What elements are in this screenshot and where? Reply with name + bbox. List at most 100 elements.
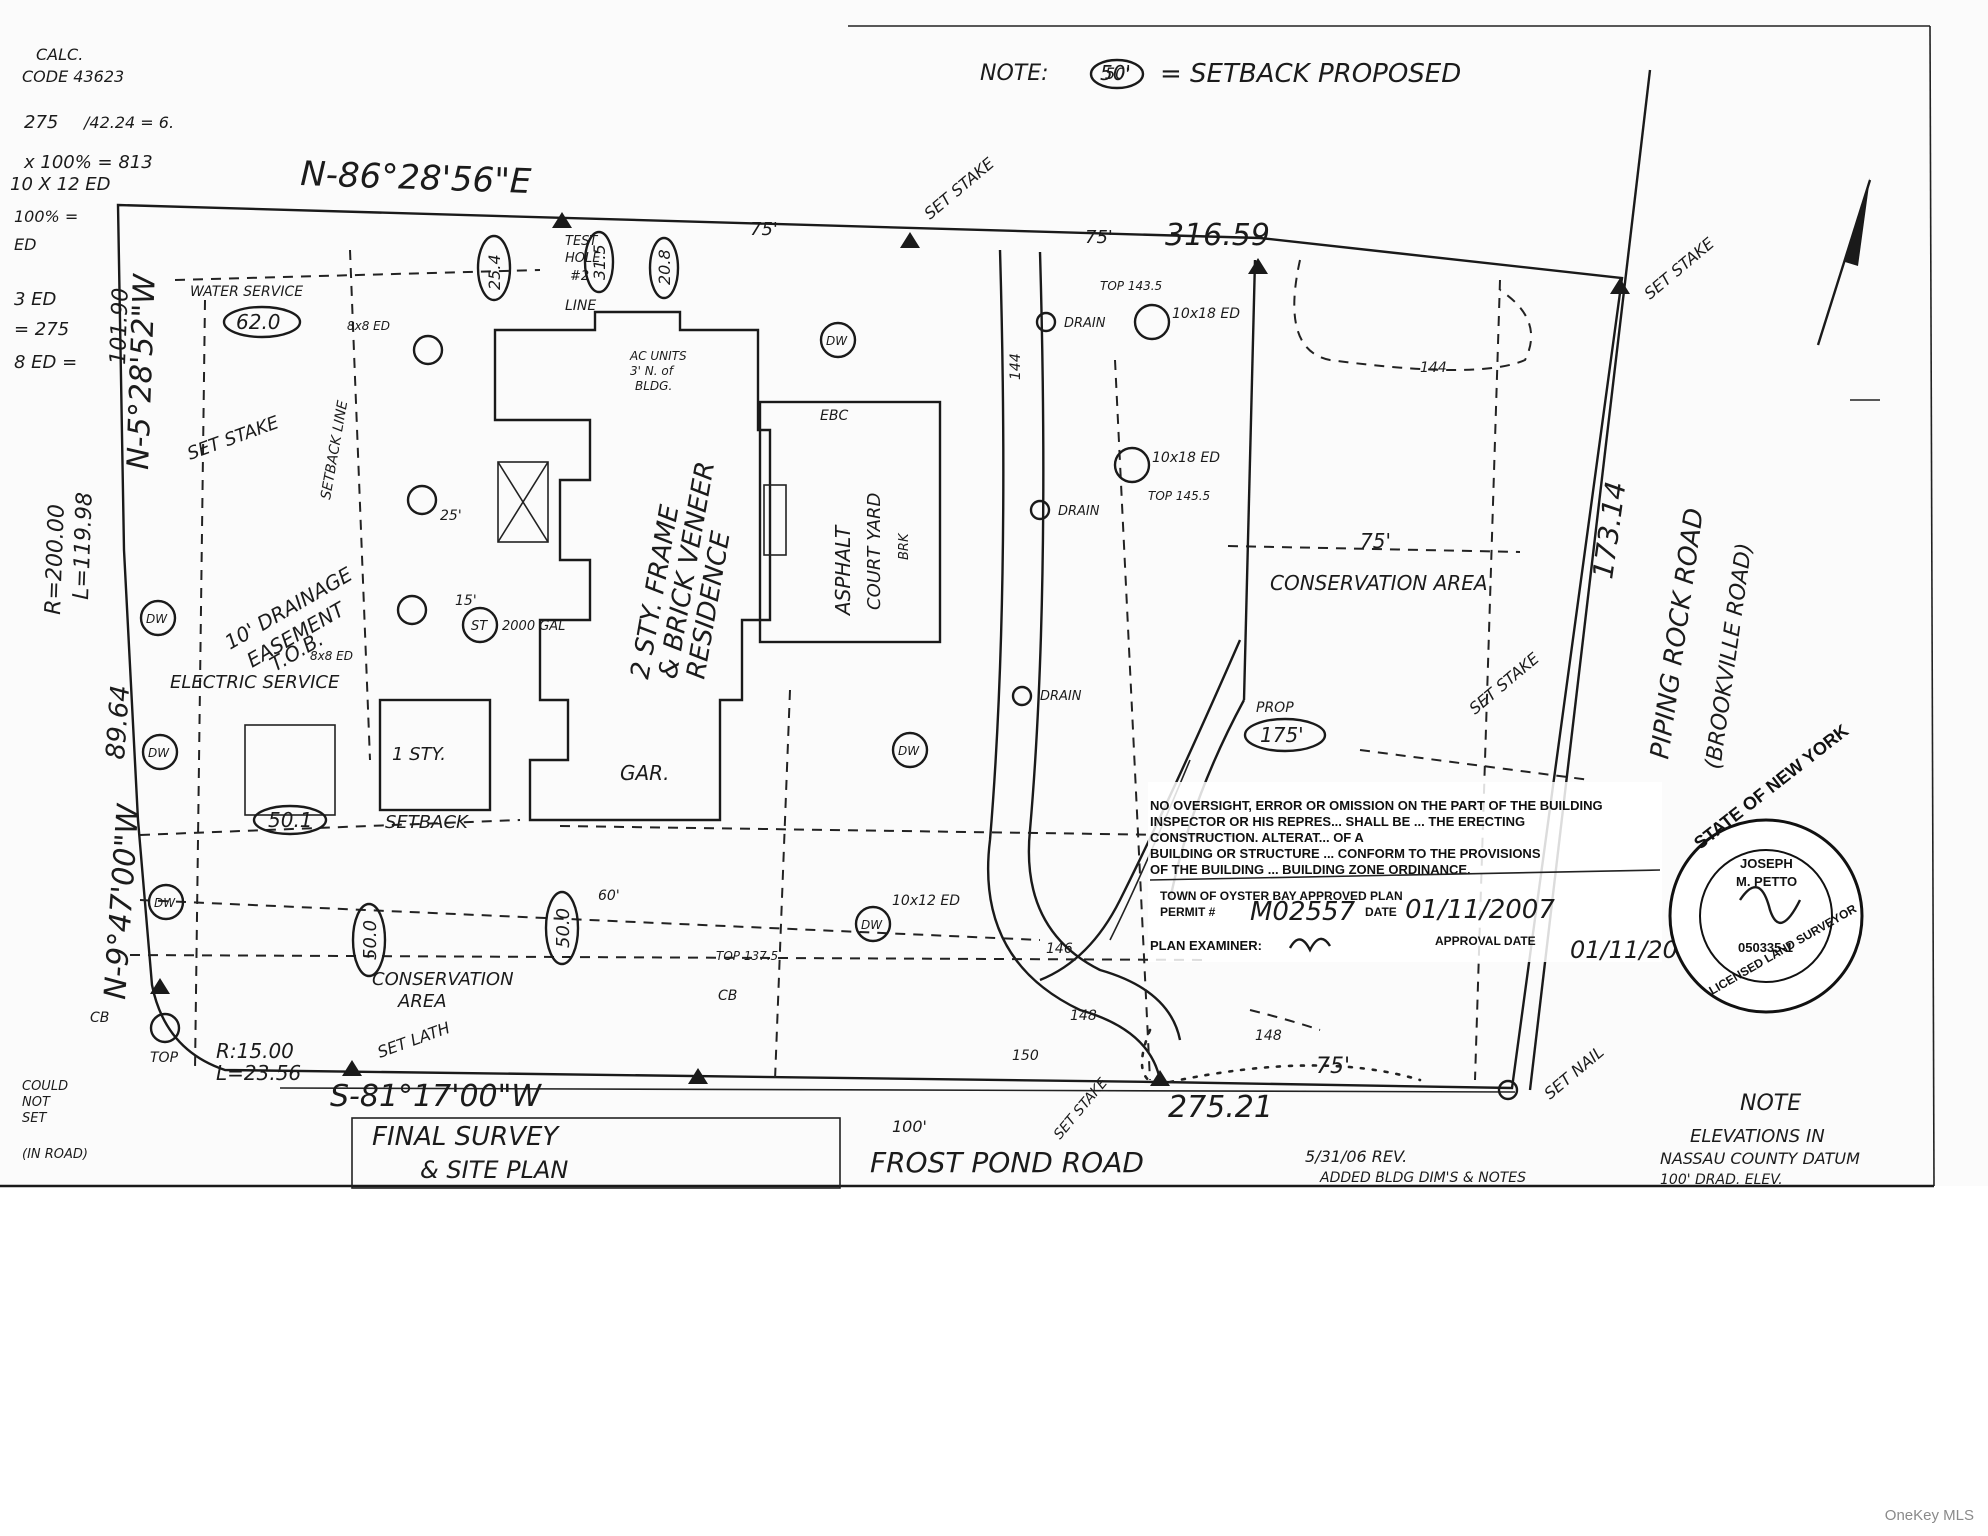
frost-pond-road: FROST POND ROAD [870, 1146, 1144, 1179]
west-upper-distance: 101.90 [106, 287, 134, 365]
scan-area [0, 0, 1988, 1186]
stamp-plan-examiner: PLAN EXAMINER: [1150, 938, 1262, 953]
stamp-date: 01/11/2007 [1405, 895, 1555, 925]
dw-label-5: DW [898, 744, 920, 758]
west-upper-bearing: N-5°28'52"W [121, 272, 163, 470]
residence-footprint [493, 310, 772, 822]
stamp-line-4: BUILDING OR STRUCTURE ... CONFORM TO THE… [1150, 846, 1541, 861]
setback-line-south [559, 825, 1241, 837]
one-story-wing [378, 698, 492, 812]
contour-label-148b: 148 [1255, 1028, 1282, 1044]
dim-25: 25' [440, 508, 462, 524]
calc-line-2: 275 [24, 112, 58, 133]
property-boundary [116, 203, 1624, 1090]
dim-100: 100' [892, 1117, 927, 1136]
one-sty-label: 1 STY. [392, 744, 446, 765]
conservation-boundary [1242, 259, 1257, 701]
seal-number: 050335-1 [1738, 940, 1793, 955]
stair-x2 [497, 461, 549, 543]
drain-label-3: DRAIN [1040, 689, 1082, 704]
dw-label-2: DW [148, 746, 170, 760]
stamp-permit-number: M02557 [1250, 897, 1356, 927]
top-value-2: TOP 145.5 [1148, 489, 1210, 503]
ac-units-1: AC UNITS [629, 349, 687, 363]
brk-label: BRK [897, 532, 912, 560]
oval-20-8: 20.8 [655, 249, 674, 285]
calc-line-5: 10 X 12 ED [10, 174, 111, 195]
conservation-left-1: CONSERVATION [372, 969, 514, 990]
calc-line-6: 100% = [14, 207, 78, 226]
ac-units-2: 3' N. of [630, 364, 675, 378]
easement-dash [774, 689, 791, 1081]
calc-line-3: /42.24 = 6. [82, 113, 174, 132]
driveway-center [1027, 251, 1182, 1041]
corner-length: L=23.56 [216, 1061, 301, 1085]
top-value-3: TOP 137.5 [716, 949, 778, 963]
asphalt-label-1: ASPHALT [831, 524, 855, 617]
cb-label-2: CB [718, 988, 737, 1004]
contour-150 [1249, 1009, 1321, 1031]
title-line-1: FINAL SURVEY [372, 1122, 560, 1152]
stamp-approval-date: APPROVAL DATE [1435, 934, 1536, 948]
calc-line-9: = 275 [14, 319, 69, 340]
prop-175-line [1359, 749, 1591, 781]
curve-length: L=119.98 [69, 492, 98, 600]
frost-pond-road-line [279, 1087, 1516, 1093]
test-hole-2: HOLE [565, 251, 601, 266]
driveway-east-edge [986, 249, 1162, 1081]
could-not-set-2: NOT [22, 1095, 51, 1110]
stair [497, 461, 549, 543]
water-service-label: WATER SERVICE [190, 284, 303, 300]
setback-label: SETBACK [385, 812, 469, 833]
dw-label-4: DW [826, 334, 848, 348]
stake-markers [150, 212, 1630, 1086]
dim-15: 15' [455, 593, 477, 609]
contour-label-146: 146 [1046, 941, 1073, 957]
north-arrow [1816, 178, 1880, 401]
drain-symbols [149, 311, 1519, 1101]
note-setback-text: = SETBACK PROPOSED [1160, 59, 1461, 89]
dw-label-3: DW [154, 896, 176, 910]
electric-service-label: ELECTRIC SERVICE [170, 672, 340, 693]
stamp-line-1: NO OVERSIGHT, ERROR OR OMISSION ON THE P… [1150, 798, 1603, 813]
calc-line-1: CODE 43623 [22, 67, 124, 86]
corner-radius: R:15.00 [216, 1039, 294, 1063]
conservation-75-line [1227, 545, 1521, 553]
west-setback-dash [194, 299, 206, 1071]
stamp-permit-label: PERMIT # [1160, 905, 1216, 919]
revision-note: ADDED BLDG DIM'S & NOTES [1319, 1170, 1526, 1186]
test-hole-3: #2 [570, 269, 589, 284]
contour-148b [1168, 1064, 1422, 1084]
oval-31-5: 31.5 [590, 244, 609, 280]
contour-label-144: 144 [1008, 353, 1024, 380]
top-value-1: TOP 143.5 [1100, 279, 1162, 293]
chimney [763, 484, 787, 556]
note-body-3: 100' DRAD. ELEV. [1660, 1172, 1783, 1188]
contour-144 [1293, 259, 1533, 371]
ed-label-2: 10x18 ED [1152, 450, 1220, 466]
conservation-left-2: AREA [397, 991, 447, 1012]
contour-label-148: 148 [1070, 1008, 1097, 1024]
stamp-line-2: INSPECTOR OR HIS REPRES... SHALL BE ... … [1150, 814, 1525, 829]
approval-stamp: NO OVERSIGHT, ERROR OR OMISSION ON THE P… [1148, 782, 1709, 964]
stamp-line-3: CONSTRUCTION. ALTERAT... OF A [1150, 830, 1364, 845]
note-oval-value: 50' [1105, 64, 1130, 83]
could-not-set-3: SET [22, 1111, 47, 1126]
drain-label-1: DRAIN [1064, 316, 1106, 331]
south-bearing: S-81°17'00"W [330, 1079, 542, 1114]
title-block-frame [351, 1117, 841, 1189]
water-service-line [174, 269, 541, 281]
calc-notes: CALC. CODE 43623 275 /42.24 = 6. x 100% … [10, 45, 174, 373]
curve-radius: R=200.00 [41, 504, 70, 616]
ed-label-3: 10x12 ED [892, 893, 960, 909]
drain-label-2: DRAIN [1058, 504, 1100, 519]
oval-50-left: 50.0 [360, 920, 381, 960]
could-not-set-1: COULD [22, 1079, 68, 1094]
south-distance: 275.21 [1168, 1090, 1273, 1125]
line-label: LINE [565, 298, 596, 314]
stamp-line-5: OF THE BUILDING ... BUILDING ZONE ORDINA… [1150, 862, 1471, 877]
mls-credit: OneKey MLS [1884, 1507, 1974, 1524]
dw-label-6: DW [861, 918, 883, 932]
garage-label: GAR. [620, 761, 669, 785]
